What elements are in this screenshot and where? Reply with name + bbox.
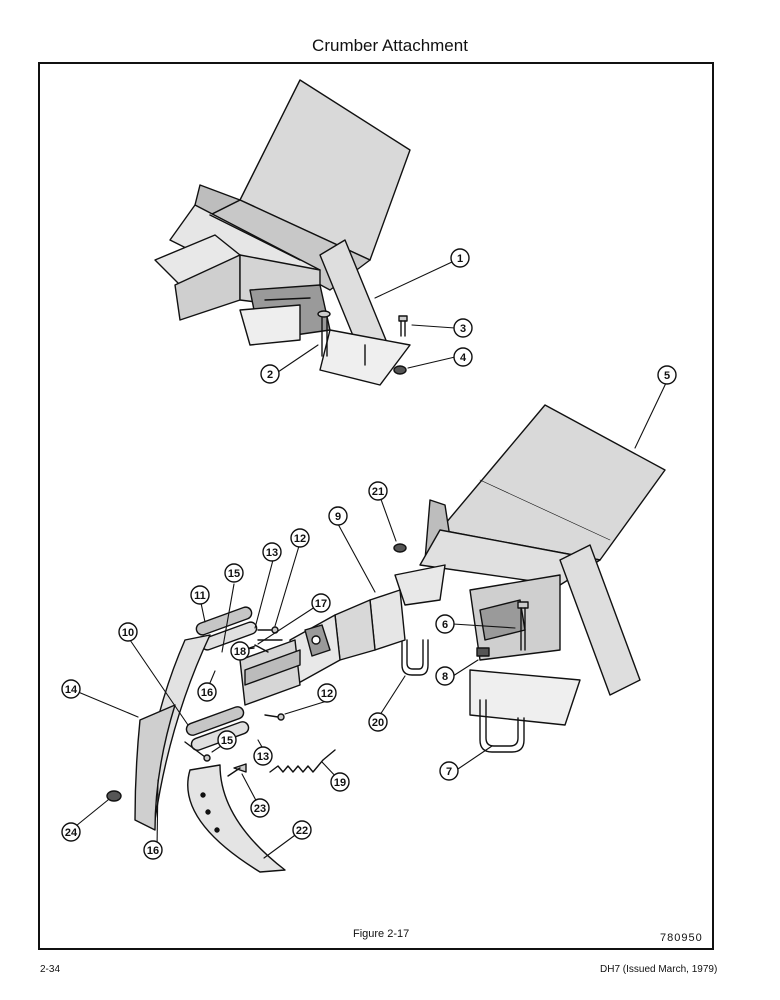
bolt-6 <box>517 601 529 651</box>
callout-16-lower: 16 <box>143 840 163 860</box>
svg-text:19: 19 <box>334 777 346 789</box>
issue-note: DH7 (Issued March, 1979) <box>600 964 718 975</box>
svg-text:22: 22 <box>296 825 308 837</box>
shank-9 <box>239 589 406 706</box>
svg-text:3: 3 <box>460 323 466 335</box>
tine-14 <box>134 634 211 831</box>
bolt-23 <box>227 763 247 777</box>
callout-12-lower: 12 <box>317 683 337 703</box>
svg-text:24: 24 <box>65 827 78 839</box>
callout-9: 9 <box>328 506 348 526</box>
spring-19 <box>269 749 336 773</box>
svg-text:20: 20 <box>372 717 384 729</box>
callout-22: 22 <box>292 820 312 840</box>
nut-8 <box>476 647 490 657</box>
svg-text:14: 14 <box>65 684 78 696</box>
callout-3: 3 <box>453 318 473 338</box>
svg-text:12: 12 <box>294 533 306 545</box>
callout-7: 7 <box>439 761 459 781</box>
svg-text:1: 1 <box>457 253 463 265</box>
callout-8: 8 <box>435 666 455 686</box>
callout-20: 20 <box>368 712 388 732</box>
svg-text:15: 15 <box>221 735 233 747</box>
callout-14: 14 <box>61 679 81 699</box>
callout-15-upper: 15 <box>224 563 244 583</box>
svg-text:10: 10 <box>122 627 134 639</box>
svg-text:12: 12 <box>321 688 333 700</box>
svg-text:8: 8 <box>442 671 448 683</box>
nut-21 <box>393 543 407 553</box>
callout-15-lower: 15 <box>217 730 237 750</box>
callout-5: 5 <box>657 365 677 385</box>
page-number: 2-34 <box>40 964 61 975</box>
svg-text:5: 5 <box>664 370 670 382</box>
svg-text:13: 13 <box>266 547 278 559</box>
callout-16-upper: 16 <box>197 682 217 702</box>
crumber-frame-top <box>154 79 411 386</box>
u-bolt-20 <box>401 639 429 676</box>
nut-4 <box>393 365 407 375</box>
bolt-3 <box>398 315 408 337</box>
callout-17: 17 <box>311 593 331 613</box>
svg-text:11: 11 <box>194 590 206 602</box>
svg-text:21: 21 <box>372 486 384 498</box>
page-title: Crumber Attachment <box>312 36 468 55</box>
link-plate-10 <box>185 706 250 751</box>
callout-21: 21 <box>368 481 388 501</box>
callout-11: 11 <box>190 585 210 605</box>
svg-text:16: 16 <box>201 687 213 699</box>
callout-18: 18 <box>230 641 250 661</box>
crumber-frame-right <box>394 404 666 726</box>
svg-text:13: 13 <box>257 751 269 763</box>
callout-13-upper: 13 <box>262 542 282 562</box>
bolt-2 <box>317 310 331 357</box>
svg-text:23: 23 <box>254 803 266 815</box>
blade-22 <box>187 764 286 873</box>
callout-23: 23 <box>250 798 270 818</box>
nut-24 <box>106 790 122 802</box>
svg-text:18: 18 <box>234 646 246 658</box>
svg-text:16: 16 <box>147 845 159 857</box>
callout-13-lower: 13 <box>253 746 273 766</box>
callout-6: 6 <box>435 614 455 634</box>
svg-text:17: 17 <box>315 598 327 610</box>
svg-text:6: 6 <box>442 619 448 631</box>
svg-text:7: 7 <box>446 766 452 778</box>
figure-frame <box>38 62 714 950</box>
callout-19: 19 <box>330 772 350 792</box>
callout-12-upper: 12 <box>290 528 310 548</box>
callout-2: 2 <box>260 364 280 384</box>
svg-text:9: 9 <box>335 511 341 523</box>
u-bolt-7 <box>479 699 525 753</box>
svg-text:15: 15 <box>228 568 240 580</box>
svg-text:4: 4 <box>460 352 467 364</box>
drawing-number: 780950 <box>660 932 703 944</box>
callout-24: 24 <box>61 822 81 842</box>
callout-10: 10 <box>118 622 138 642</box>
callout-4: 4 <box>453 347 473 367</box>
svg-text:2: 2 <box>267 369 273 381</box>
callout-1: 1 <box>450 248 470 268</box>
figure-caption: Figure 2-17 <box>353 928 410 940</box>
